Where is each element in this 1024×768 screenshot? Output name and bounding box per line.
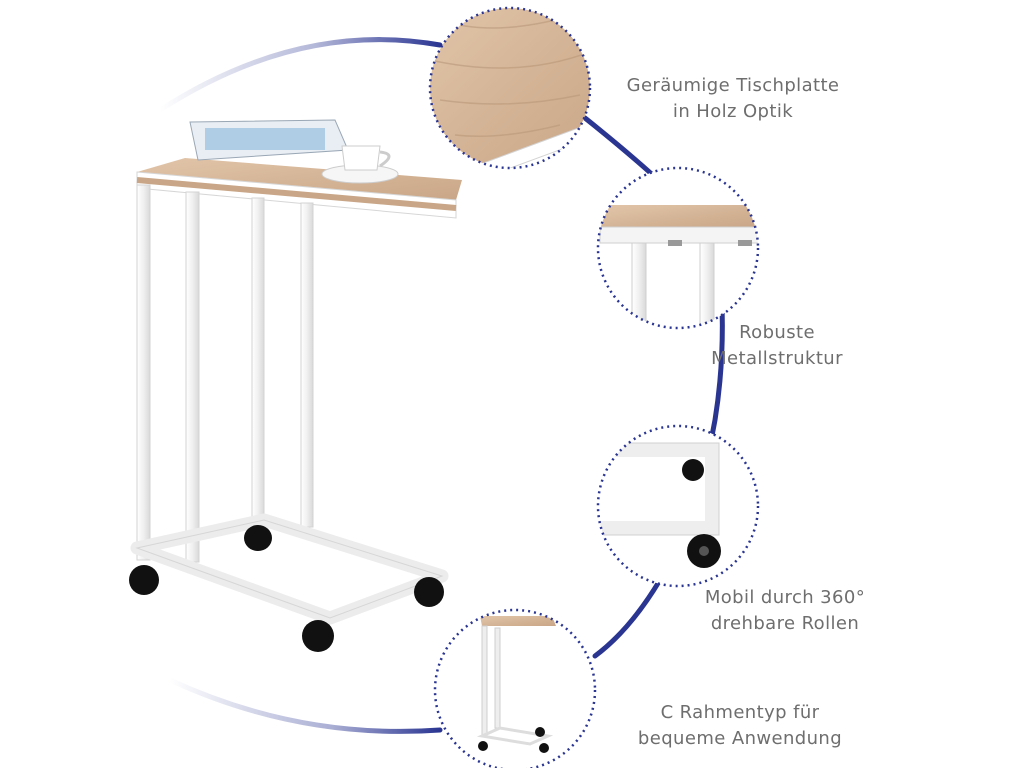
feature-caption-line: Metallstruktur — [711, 348, 843, 369]
magazine-icon — [189, 119, 349, 161]
feature-caption-line: drehbare Rollen — [710, 613, 860, 634]
feature-caption-tabletop: Geräumige Tischplatte in Holz Optik — [598, 73, 868, 125]
wood-grain-closeup-icon — [428, 6, 592, 170]
feature-caption-line: bequeme Anwendung — [637, 728, 843, 749]
feature-caption-line: in Holz Optik — [672, 101, 794, 122]
side-table-image — [129, 119, 462, 652]
caster-icon — [129, 525, 444, 652]
feature-caption-line: C Rahmentyp für — [660, 702, 820, 723]
feature-caption-line: Geräumige Tischplatte — [626, 75, 840, 96]
feature-caption-line: Robuste — [739, 322, 815, 343]
c-frame-table-thumbnail-icon — [433, 608, 597, 768]
feature-caption-casters: Mobil durch 360° drehbare Rollen — [665, 585, 905, 637]
feature-caption-line: Mobil durch 360° — [704, 587, 866, 608]
feature-caption-c-frame: C Rahmentyp für bequeme Anwendung — [610, 700, 870, 752]
feature-caption-frame: Robuste Metallstruktur — [692, 320, 862, 372]
coffee-cup-icon — [321, 145, 399, 184]
caster-wheel-closeup-icon — [596, 424, 760, 588]
metal-frame-closeup-icon — [596, 166, 760, 330]
